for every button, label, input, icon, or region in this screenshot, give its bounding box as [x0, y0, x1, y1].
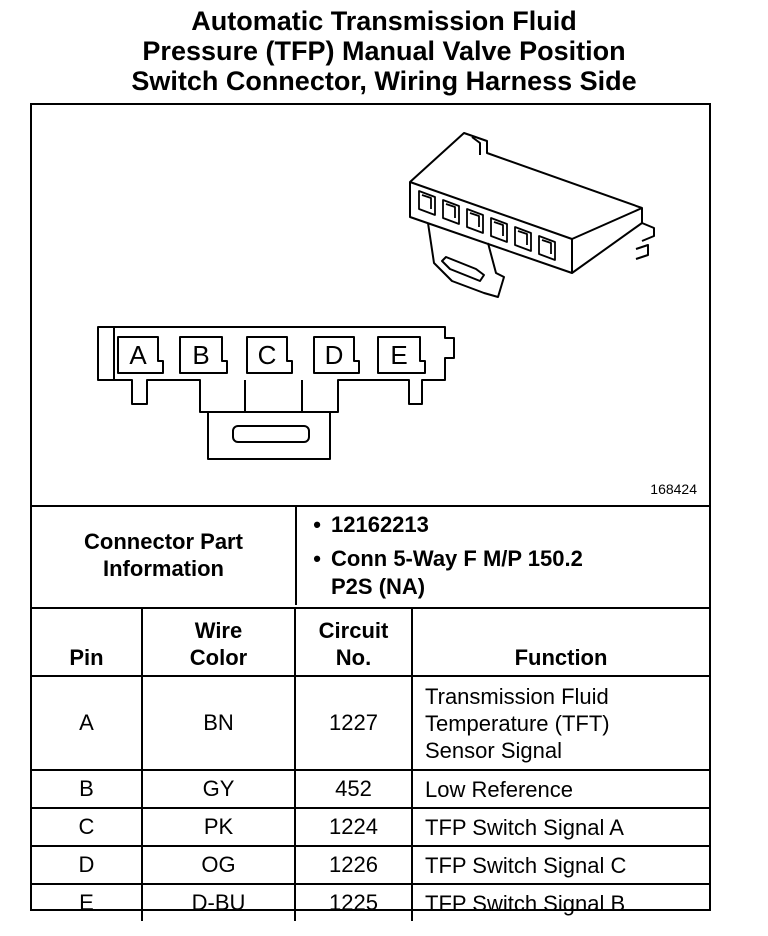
cavity-label-c: C: [258, 340, 277, 370]
connector-part-label: Connector Part Information: [32, 505, 297, 605]
part-label-line-1: Connector Part: [84, 529, 243, 554]
pin-cell: B: [32, 769, 143, 809]
header-circuit-line-2: No.: [335, 645, 372, 670]
cavity-label-e: E: [390, 340, 407, 370]
function-line: Temperature (TFT): [425, 710, 610, 736]
function-cell: Low Reference: [411, 769, 709, 809]
pin-cell: E: [32, 883, 143, 921]
wire-color-cell: OG: [141, 845, 296, 885]
function-cell: TFP Switch Signal A: [411, 807, 709, 847]
header-circuit-line-1: Circuit: [318, 618, 389, 643]
title-line-2: Pressure (TFP) Manual Valve Position: [142, 36, 626, 66]
pin-cell: C: [32, 807, 143, 847]
cavity-labels: A B C D E: [129, 340, 407, 370]
function-cell: TFP Switch Signal C: [411, 845, 709, 885]
header-wire-line-2: Color: [189, 645, 248, 670]
circuit-cell: 1227: [294, 675, 413, 771]
table-row: B GY 452 Low Reference: [32, 769, 709, 809]
pin-cell: A: [32, 675, 143, 771]
connector-part-details: • 12162213 • Conn 5-Way F M/P 150.2 P2S …: [297, 511, 707, 607]
function-cell: Transmission Fluid Temperature (TFT) Sen…: [411, 675, 709, 771]
connector-drawing: A B C D E: [97, 132, 655, 460]
cavity-label-d: D: [325, 340, 344, 370]
header-wire-line-1: Wire: [194, 618, 243, 643]
wire-color-cell: D-BU: [141, 883, 296, 921]
part-description: Conn 5-Way F M/P 150.2 P2S (NA): [331, 545, 583, 601]
connector-isometric-view: [409, 132, 655, 298]
circuit-cell: 452: [294, 769, 413, 809]
circuit-cell: 1226: [294, 845, 413, 885]
part-label-line-2: Information: [103, 556, 224, 581]
pin-cell: D: [32, 845, 143, 885]
part-number-item: • 12162213: [297, 511, 707, 539]
wire-color-cell: GY: [141, 769, 296, 809]
table-row: C PK 1224 TFP Switch Signal A: [32, 807, 709, 847]
bullet: •: [313, 512, 321, 537]
part-number: 12162213: [331, 512, 429, 537]
part-description-line-2: P2S (NA): [331, 574, 426, 599]
header-function: Function: [411, 607, 709, 677]
circuit-cell: 1224: [294, 807, 413, 847]
connector-face-view: [97, 326, 455, 460]
table-row: E D-BU 1225 TFP Switch Signal B: [32, 883, 709, 921]
connector-part-info-row: Connector Part Information • 12162213 • …: [32, 505, 709, 609]
isometric-cavities: [418, 190, 556, 261]
header-pin: Pin: [32, 607, 143, 677]
function-cell: TFP Switch Signal B: [411, 883, 709, 921]
table-row: D OG 1226 TFP Switch Signal C: [32, 845, 709, 885]
face-cavities: [117, 336, 426, 374]
bullet: •: [313, 546, 321, 571]
figure-id: 168424: [650, 481, 697, 497]
cavity-label-a: A: [129, 340, 147, 370]
part-description-item: • Conn 5-Way F M/P 150.2 P2S (NA): [297, 545, 707, 601]
wire-color-cell: BN: [141, 675, 296, 771]
title-line-3: Switch Connector, Wiring Harness Side: [131, 66, 637, 96]
connector-info-frame: A B C D E 168424 Connector Part Informat…: [30, 103, 711, 921]
cavity-label-b: B: [192, 340, 209, 370]
part-description-line-1: Conn 5-Way F M/P 150.2: [331, 546, 583, 571]
table-row: A BN 1227 Transmission Fluid Temperature…: [32, 675, 709, 771]
function-line: Sensor Signal: [425, 737, 562, 763]
wire-color-cell: PK: [141, 807, 296, 847]
circuit-cell: 1225: [294, 883, 413, 921]
function-line: Transmission Fluid: [425, 683, 609, 709]
connector-diagram: A B C D E 168424: [32, 105, 709, 507]
title-line-1: Automatic Transmission Fluid: [191, 6, 577, 36]
page-title: Automatic Transmission Fluid Pressure (T…: [0, 6, 768, 96]
